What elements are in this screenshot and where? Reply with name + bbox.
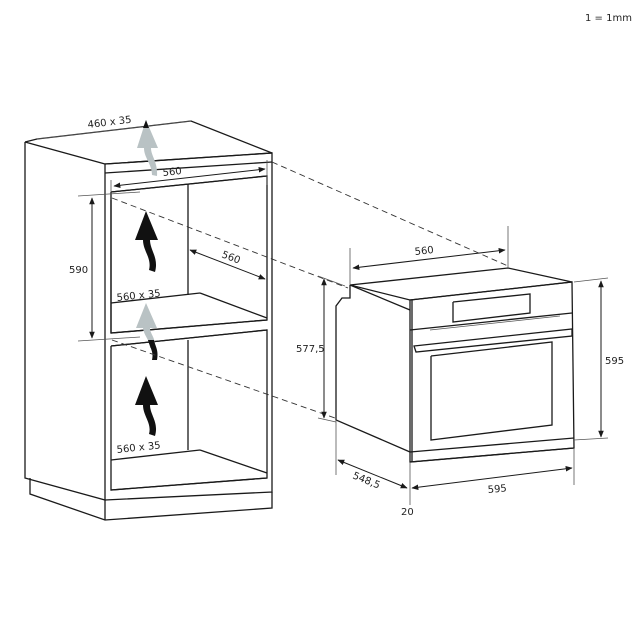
- oven-top-width-dimension: [352, 247, 506, 271]
- cabinet-left-side: [24, 141, 106, 501]
- middle-vent-label: 560 x 35: [116, 288, 161, 304]
- oven-window: [430, 341, 553, 441]
- inner-width-dimension: [113, 166, 266, 189]
- oven-door-handle: [413, 328, 573, 353]
- cabinet-front: [104, 152, 273, 501]
- niche-depth-dimension: [189, 249, 266, 280]
- oven-front: [409, 281, 575, 463]
- bottom-vent-label: 560 x 35: [116, 440, 161, 456]
- oven-depth-label: 548,5: [351, 471, 382, 492]
- oven-top-width-label: 560: [414, 245, 434, 258]
- top-vent-label: 460 x 35: [87, 115, 132, 131]
- oven-panel-thickness-label: 20: [401, 507, 414, 518]
- airflow-arrow-icon-top: [137, 120, 158, 176]
- oven-front-width-label: 595: [487, 483, 507, 496]
- oven-front-height-label: 595: [605, 356, 624, 367]
- airflow-arrow-icon-upper-niche: [135, 211, 158, 272]
- niche-depth-label: 560: [220, 250, 242, 267]
- niche-height-label: 590: [69, 265, 88, 276]
- inner-width-label: 560: [162, 166, 182, 179]
- oven-body-height-label: 577,5: [296, 344, 325, 355]
- airflow-arrow-icon-lower-niche: [135, 376, 158, 436]
- lower-niche: [110, 329, 268, 491]
- scale-note: 1 = 1mm: [585, 13, 632, 24]
- oven-side: [335, 285, 411, 453]
- oven: 560 577,5 595 548,5 595 20: [296, 226, 624, 518]
- oven-front-width-dimension: [411, 466, 573, 490]
- oven-top: [349, 267, 573, 301]
- cabinet-plinth: [29, 478, 273, 521]
- airflow-arrow-icon-middle: [136, 303, 158, 360]
- oven-display: [452, 293, 531, 323]
- cabinet: 460 x 35 560 590 560 560 x 35 560 x 35: [24, 115, 273, 521]
- oven-depth-dimension: [337, 459, 408, 489]
